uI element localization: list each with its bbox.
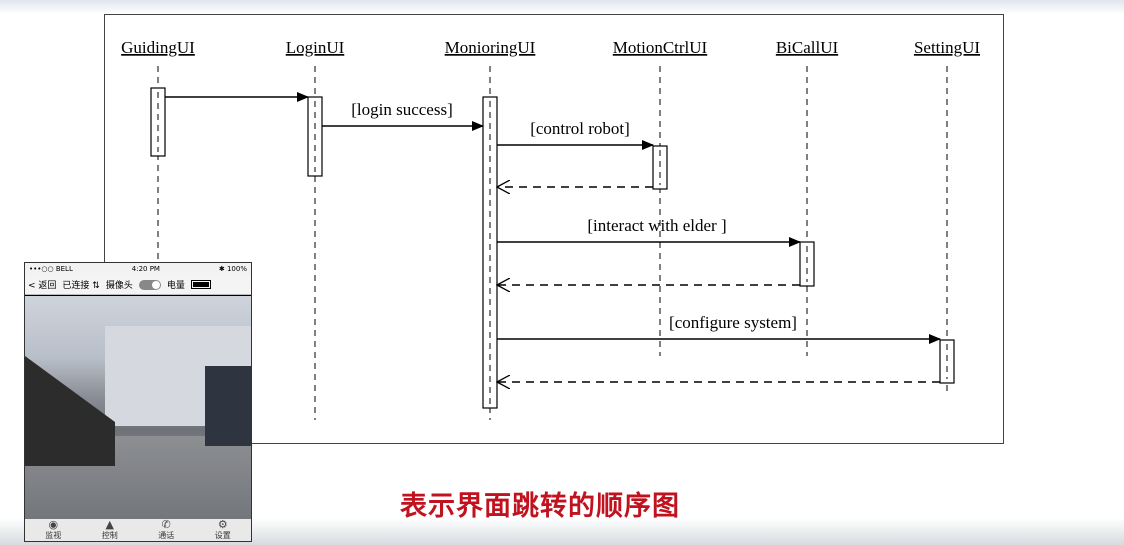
message-label: [login success] xyxy=(351,100,453,119)
top-band xyxy=(0,0,1124,14)
tab-label: 设置 xyxy=(214,531,231,540)
tab-control[interactable]: ▲ 控制 xyxy=(102,519,118,541)
carrier-signal: •••○○ BELL xyxy=(29,265,73,273)
activation-box xyxy=(939,339,955,384)
back-button[interactable]: < 返回 xyxy=(28,281,57,291)
tab-settings[interactable]: ⚙ 设置 xyxy=(215,519,231,541)
tab-bar: ◉ 监视 ▲ 控制 ✆ 通话 ⚙ 设置 xyxy=(25,519,251,541)
diagram-caption: 表示界面跳转的顺序图 xyxy=(400,491,680,522)
message-label: [control robot] xyxy=(530,119,630,138)
camera-feed xyxy=(25,296,251,519)
battery-status: ✱ 100% xyxy=(218,265,247,273)
triangle-icon: ▲ xyxy=(105,518,114,531)
nav-bar: < 返回 已连接 ⇅ 摄像头 电量 xyxy=(25,275,251,295)
activation-box xyxy=(482,96,498,409)
activation-box xyxy=(799,241,815,287)
gear-icon: ⚙ xyxy=(217,518,228,531)
phone-screenshot: •••○○ BELL 4:20 PM ✱ 100% < 返回 已连接 ⇅ 摄像头… xyxy=(24,262,252,542)
lifeline-label: LoginUI xyxy=(286,38,345,57)
tab-label: 通话 xyxy=(158,531,175,540)
lifeline-label: MonioringUI xyxy=(445,38,536,57)
connection-status: 已连接 ⇅ xyxy=(62,281,100,291)
tab-call[interactable]: ✆ 通话 xyxy=(158,519,174,541)
lifeline-label: GuidingUI xyxy=(121,38,195,57)
lifeline-label: BiCallUI xyxy=(776,38,839,57)
tab-label: 监视 xyxy=(45,531,62,540)
diagram-frame xyxy=(104,14,1004,444)
activation-box xyxy=(150,87,166,157)
tab-label: 控制 xyxy=(101,531,118,540)
message-label: [interact with elder ] xyxy=(587,216,726,235)
power-label: 电量 xyxy=(166,281,185,291)
eye-icon: ◉ xyxy=(48,518,59,531)
battery-icon xyxy=(190,280,211,289)
camera-toggle[interactable] xyxy=(138,279,161,290)
status-time: 4:20 PM xyxy=(131,265,160,273)
camera-shelf xyxy=(205,366,251,446)
camera-desk xyxy=(25,356,115,466)
camera-label: 摄像头 xyxy=(105,281,133,291)
message-label: [configure system] xyxy=(669,313,797,332)
lifeline-label: MotionCtrlUI xyxy=(613,38,708,57)
tab-monitor[interactable]: ◉ 监视 xyxy=(45,519,61,541)
lifeline-label: SettingUI xyxy=(914,38,980,57)
status-bar: •••○○ BELL 4:20 PM ✱ 100% xyxy=(25,263,251,275)
phone-icon: ✆ xyxy=(161,518,171,531)
activation-box xyxy=(652,145,668,190)
